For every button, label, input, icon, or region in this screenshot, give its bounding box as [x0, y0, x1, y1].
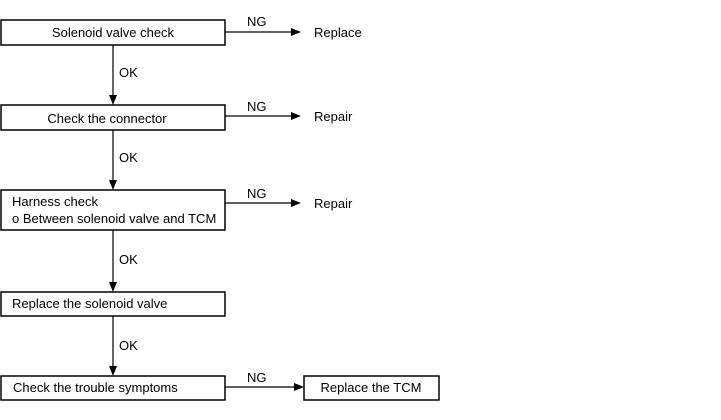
arrow-down-icon — [109, 180, 117, 190]
action-label: Replace the TCM — [321, 380, 422, 395]
step-box — [0, 104, 226, 131]
step-check-the-trouble-symptoms: Check the trouble symptoms — [0, 375, 226, 401]
ok-label: OK — [119, 65, 138, 80]
arrow-down-icon — [109, 95, 117, 105]
step-label: Solenoid valve check — [52, 25, 175, 40]
ng-branch-2: NG Repair — [225, 99, 353, 124]
arrow-right-icon — [294, 383, 304, 391]
arrow-right-icon — [291, 199, 301, 207]
ng-branch-4: NG — [225, 370, 304, 391]
step-box — [0, 189, 226, 231]
ng-action-label: Replace — [314, 25, 362, 40]
ng-branch-1: NG Replace — [225, 14, 362, 40]
step-check-the-connector: Check the connector — [0, 104, 226, 131]
arrow-down-icon — [109, 282, 117, 292]
arrow-right-icon — [291, 28, 301, 36]
arrow-down-icon — [109, 366, 117, 376]
step-replace-the-solenoid-valve: Replace the solenoid valve — [0, 291, 226, 317]
ok-label: OK — [119, 150, 138, 165]
step-solenoid-valve-check: Solenoid valve check — [0, 19, 226, 46]
step-label: Harness check — [12, 194, 98, 209]
step-harness-check: Harness check o Between solenoid valve a… — [0, 189, 226, 231]
ng-branch-3: NG Repair — [225, 186, 353, 211]
action-replace-the-tcm: Replace the TCM — [303, 375, 440, 401]
step-box — [0, 19, 226, 46]
action-box — [303, 375, 440, 401]
ng-action-label: Repair — [314, 196, 353, 211]
ok-connector-3: OK — [109, 230, 138, 292]
step-sublabel: o Between solenoid valve and TCM — [12, 211, 216, 226]
step-label: Check the trouble symptoms — [13, 380, 178, 395]
ok-connector-2: OK — [109, 130, 138, 190]
ng-label: NG — [247, 186, 267, 201]
ng-label: NG — [247, 14, 267, 29]
ok-connector-1: OK — [109, 45, 138, 105]
step-label: Check the connector — [47, 111, 167, 126]
ng-action-label: Repair — [314, 109, 353, 124]
ok-label: OK — [119, 338, 138, 353]
arrow-right-icon — [291, 112, 301, 120]
ok-connector-4: OK — [109, 316, 138, 376]
ok-label: OK — [119, 252, 138, 267]
step-label: Replace the solenoid valve — [12, 296, 167, 311]
step-box — [0, 375, 226, 401]
ng-label: NG — [247, 99, 267, 114]
ng-label: NG — [247, 370, 267, 385]
